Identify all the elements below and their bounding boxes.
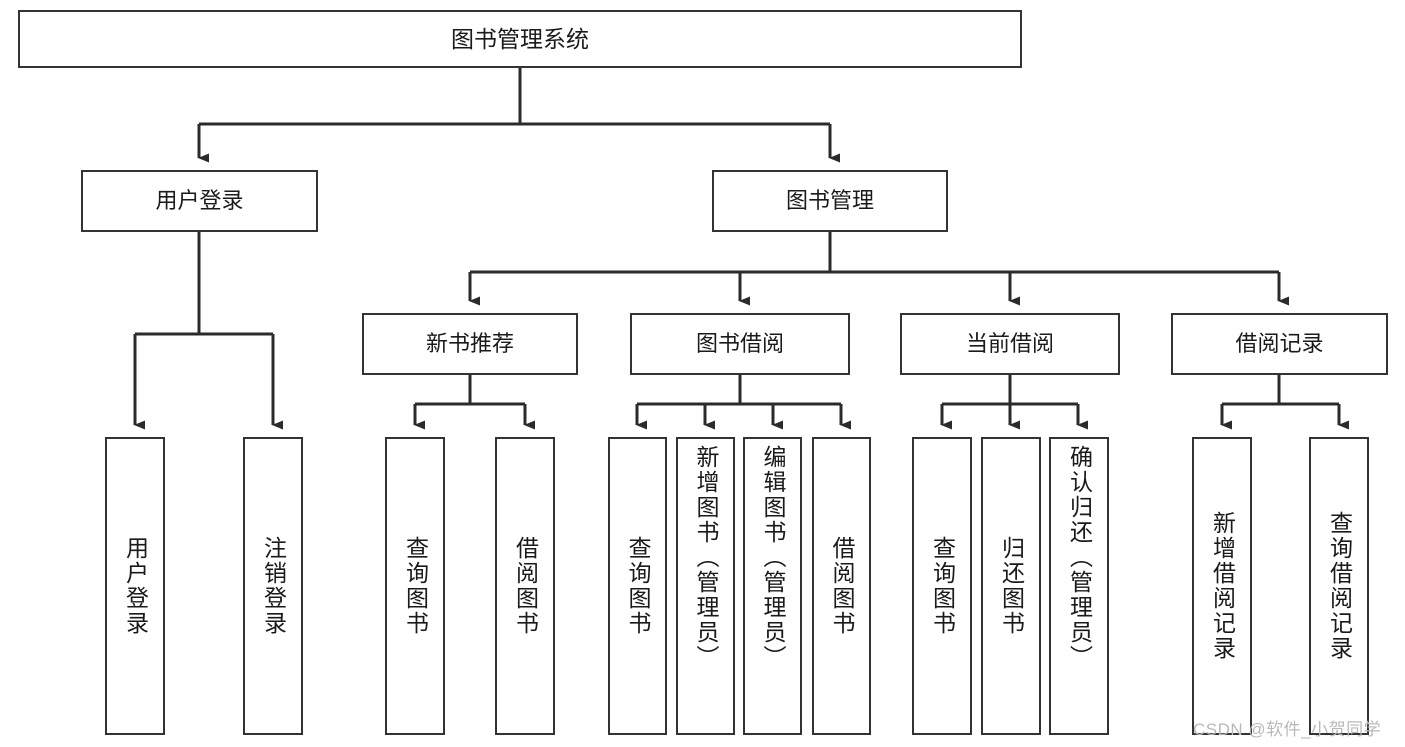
leaf-query-book-current[interactable]: 查询图书 xyxy=(912,437,972,735)
leaf-borrow-book-recommend[interactable]: 借阅图书 xyxy=(495,437,555,735)
node-label: 借阅图书 xyxy=(829,536,855,636)
node-root-system[interactable]: 图书管理系统 xyxy=(18,10,1022,68)
node-label: 确认归还（管理员） xyxy=(1066,445,1093,670)
node-label: 编辑图书（管理员） xyxy=(760,445,786,670)
leaf-logout[interactable]: 注销登录 xyxy=(243,437,303,735)
node-label: 当前借阅 xyxy=(965,331,1054,356)
leaf-add-book-admin[interactable]: 新增图书（管理员） xyxy=(676,437,735,735)
node-label: 借阅记录 xyxy=(1235,331,1324,356)
node-label: 图书管理系统 xyxy=(451,25,589,52)
leaf-user-login[interactable]: 用户登录 xyxy=(105,437,165,735)
node-book-management[interactable]: 图书管理 xyxy=(712,170,948,232)
node-label: 新增图书（管理员） xyxy=(693,445,719,670)
node-label: 新增借阅记录 xyxy=(1209,511,1236,661)
leaf-borrow-book[interactable]: 借阅图书 xyxy=(812,437,871,735)
csdn-watermark: CSDN @软件_小贺同学 xyxy=(1193,720,1382,739)
node-user-login[interactable]: 用户登录 xyxy=(81,170,318,232)
node-label: 查询图书 xyxy=(625,536,651,636)
node-label: 图书管理 xyxy=(785,188,874,213)
leaf-confirm-return-admin[interactable]: 确认归还（管理员） xyxy=(1049,437,1109,735)
node-book-borrow[interactable]: 图书借阅 xyxy=(630,313,850,375)
node-label: 归还图书 xyxy=(998,536,1025,636)
node-borrow-records[interactable]: 借阅记录 xyxy=(1171,313,1388,375)
node-label: 查询图书 xyxy=(402,536,429,636)
node-label: 查询借阅记录 xyxy=(1326,511,1353,661)
leaf-query-book-borrow[interactable]: 查询图书 xyxy=(608,437,667,735)
leaf-return-book[interactable]: 归还图书 xyxy=(981,437,1041,735)
node-current-borrow[interactable]: 当前借阅 xyxy=(900,313,1120,375)
leaf-query-book-recommend[interactable]: 查询图书 xyxy=(385,437,445,735)
leaf-add-borrow-record[interactable]: 新增借阅记录 xyxy=(1192,437,1252,735)
node-new-book-recommend[interactable]: 新书推荐 xyxy=(362,313,578,375)
leaf-query-borrow-record[interactable]: 查询借阅记录 xyxy=(1309,437,1369,735)
node-label: 借阅图书 xyxy=(512,536,539,636)
node-label: 注销登录 xyxy=(260,536,287,636)
node-label: 用户登录 xyxy=(155,188,244,213)
node-label: 查询图书 xyxy=(929,536,956,636)
node-label: 新书推荐 xyxy=(425,331,514,356)
node-label: 用户登录 xyxy=(122,536,149,636)
node-label: 图书借阅 xyxy=(695,331,784,356)
leaf-edit-book-admin[interactable]: 编辑图书（管理员） xyxy=(743,437,802,735)
